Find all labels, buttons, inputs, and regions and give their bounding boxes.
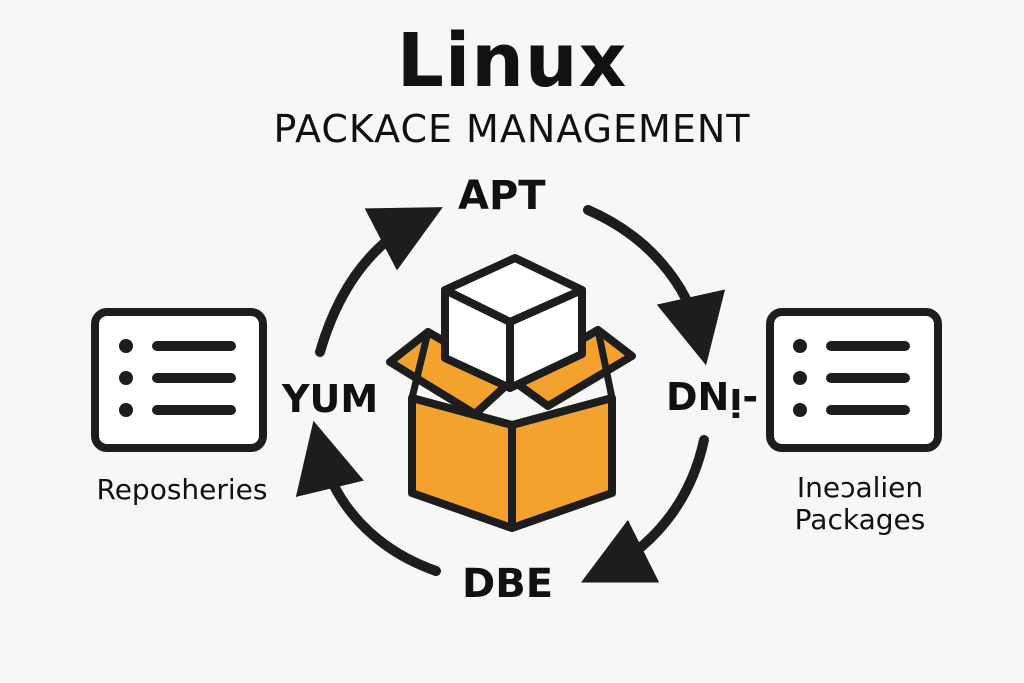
diagram-title: Linux <box>396 18 628 104</box>
cube-icon <box>441 254 586 392</box>
installed-packages-label: Ineɔalien Packages <box>740 471 980 537</box>
cycle-label-dbe: DBE <box>462 561 554 607</box>
arrow-dnf-to-dbe <box>580 435 709 583</box>
package-box-icon <box>386 326 636 532</box>
cycle-label-yum: YUM <box>282 377 379 421</box>
right-list-document-icon <box>766 308 942 452</box>
installed-packages-label-line-2: Packages <box>794 503 926 537</box>
repositories-label: Reposheries <box>96 473 268 506</box>
cycle-label-dnf: DNᴉ- <box>666 375 759 419</box>
left-list-document-icon <box>91 308 267 452</box>
cycle-label-apt: APT <box>458 173 546 219</box>
arrow-yum-to-apt <box>315 207 443 357</box>
diagram-subtitle: PACKACE MANAGEMENT <box>273 107 751 151</box>
installed-packages-label-line-1: Ineɔalien <box>796 471 924 504</box>
arrow-dbe-to-yum <box>295 420 441 576</box>
arrow-apt-to-dnf <box>583 205 726 366</box>
